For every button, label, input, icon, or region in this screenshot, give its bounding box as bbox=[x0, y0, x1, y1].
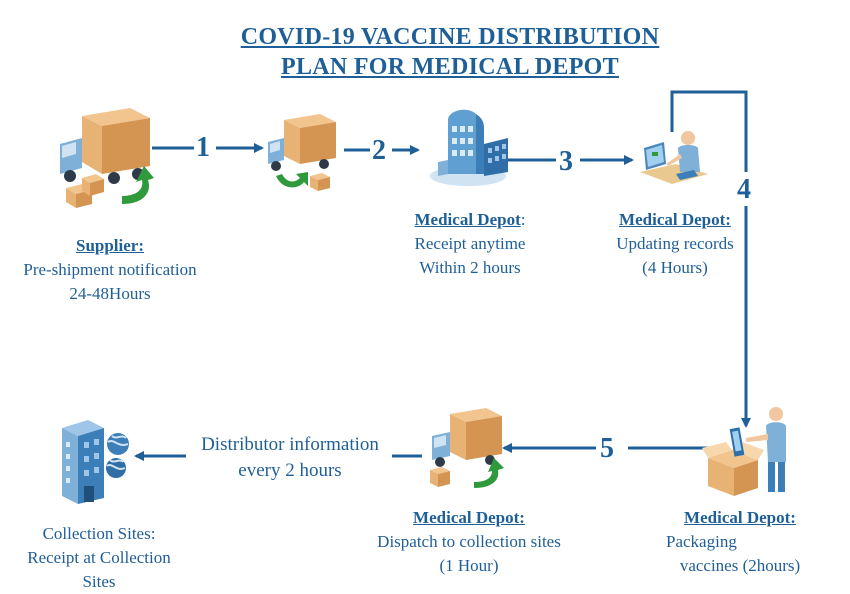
step-number-2: 2 bbox=[372, 135, 386, 166]
packaging-line-2: vaccines (2hours) bbox=[679, 556, 801, 575]
step-number-3: 3 bbox=[559, 146, 573, 177]
dispatch-truck-icon bbox=[430, 408, 504, 488]
arrow-4-loop bbox=[670, 90, 748, 172]
records-line-2: (4 Hours) bbox=[642, 258, 708, 277]
collection-line-1: Collection Sites: bbox=[42, 524, 156, 543]
supplier-line-2: 24-48Hours bbox=[69, 284, 151, 303]
records-heading: Medical Depot: bbox=[619, 210, 731, 229]
packaging-heading: Medical Depot: bbox=[684, 508, 796, 527]
packaging-line-1: Packaging bbox=[666, 532, 737, 551]
records-computer-user-icon bbox=[640, 131, 708, 184]
supplier-truck-icon bbox=[60, 108, 154, 208]
records-label: Medical Depot: Updating records (4 Hours… bbox=[594, 208, 756, 280]
distributor-line-2: every 2 hours bbox=[238, 460, 342, 481]
receipt-heading-colon: : bbox=[520, 210, 526, 229]
step-number-1: 1 bbox=[196, 132, 210, 163]
collection-sites-building-icon bbox=[62, 420, 129, 504]
supplier-label: Supplier: Pre-shipment notification 24-4… bbox=[4, 234, 216, 306]
dispatch-heading: Medical Depot: bbox=[413, 508, 525, 527]
packaging-box-person-icon bbox=[702, 407, 786, 496]
step-number-5: 5 bbox=[600, 433, 614, 464]
title-line-2: PLAN FOR MEDICAL DEPOT bbox=[281, 54, 619, 80]
collection-label: Collection Sites: Receipt at Collection … bbox=[4, 522, 194, 594]
records-line-1: Updating records bbox=[616, 234, 734, 253]
distributor-line-1: Distributor information bbox=[201, 434, 379, 455]
collection-line-2: Receipt at Collection bbox=[27, 548, 171, 567]
distributor-label: Distributor information every 2 hours bbox=[186, 432, 394, 484]
dispatch-label: Medical Depot: Dispatch to collection si… bbox=[356, 506, 582, 578]
medical-depot-building-icon bbox=[430, 109, 508, 186]
dispatch-line-2: (1 Hour) bbox=[439, 556, 499, 575]
dispatch-line-1: Dispatch to collection sites bbox=[377, 532, 561, 551]
title-line-1: COVID-19 VACCINE DISTRIBUTION bbox=[240, 24, 660, 50]
receipt-heading: Medical Depot bbox=[414, 210, 521, 229]
receipt-label: Medical Depot: Receipt anytime Within 2 … bbox=[384, 208, 556, 280]
collection-line-3: Sites bbox=[82, 572, 116, 591]
packaging-label: Medical Depot: Packaging vaccines (2hour… bbox=[666, 506, 814, 578]
supplier-line-1: Pre-shipment notification bbox=[23, 260, 197, 279]
shipment-truck-icon bbox=[268, 114, 336, 191]
receipt-line-1: Receipt anytime bbox=[414, 234, 526, 253]
step-number-4: 4 bbox=[737, 174, 751, 205]
supplier-heading: Supplier: bbox=[75, 236, 145, 255]
receipt-line-2: Within 2 hours bbox=[419, 258, 521, 277]
